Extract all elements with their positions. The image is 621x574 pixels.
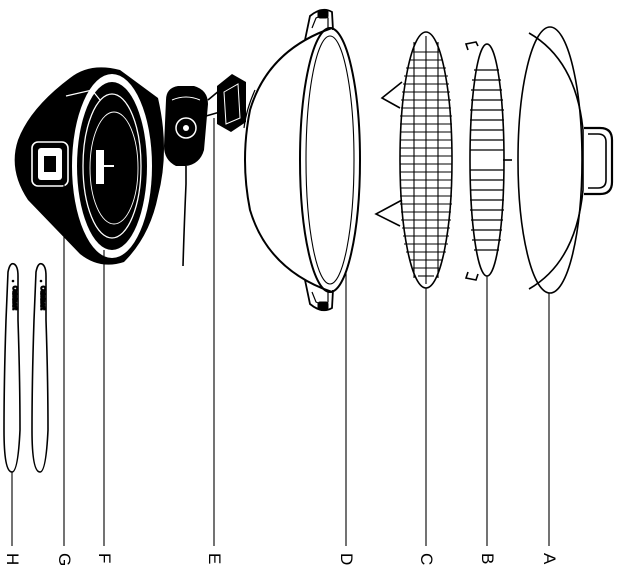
steam-rack-part-b — [466, 42, 512, 280]
part-label-c: C — [417, 553, 436, 565]
wok-pan-part-d — [244, 10, 360, 311]
temperature-probe-part-e — [164, 74, 246, 266]
lid-part-a — [518, 27, 612, 293]
part-label-f: F — [95, 553, 114, 563]
part-label-b: B — [478, 553, 497, 564]
part-label-a: A — [540, 553, 559, 565]
part-label-h: H — [3, 553, 22, 565]
spatula-2-brand-text: Cuisinart — [39, 286, 45, 310]
part-labels: A B C D E F G H — [3, 553, 559, 566]
cooking-rack-grid — [400, 36, 452, 284]
part-label-d: D — [337, 553, 356, 565]
steam-rack-slats — [470, 70, 504, 250]
spatula-1-brand-text: Cuisinart — [11, 286, 17, 310]
base-part-f — [15, 67, 164, 264]
part-label-e: E — [205, 553, 224, 564]
spatulas-part-h: Cuisinart Cuisinart — [4, 264, 48, 472]
part-label-g: G — [55, 553, 74, 566]
cooking-rack-part-c — [376, 32, 452, 288]
